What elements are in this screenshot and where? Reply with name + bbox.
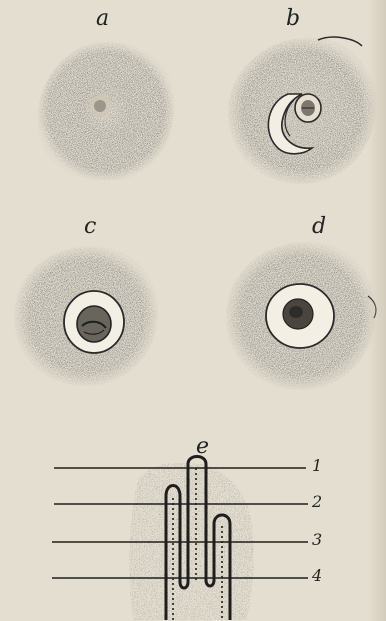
- level-number-4: 4: [312, 568, 322, 584]
- level-number-1: 1: [312, 458, 322, 474]
- level-number-3: 3: [312, 532, 322, 548]
- panel-e-drawing: [40, 452, 386, 621]
- panel-label-d: d: [312, 216, 326, 238]
- panel-c-drawing: [8, 240, 164, 390]
- panel-b-drawing: [222, 30, 382, 192]
- panel-label-a: a: [96, 8, 109, 30]
- panel-label-b: b: [286, 8, 300, 30]
- level-number-2: 2: [312, 494, 322, 510]
- page-edge-shadow: [368, 0, 386, 621]
- panel-d-drawing: [218, 236, 382, 396]
- panel-label-c: c: [84, 216, 96, 238]
- panel-a-drawing: [30, 36, 180, 186]
